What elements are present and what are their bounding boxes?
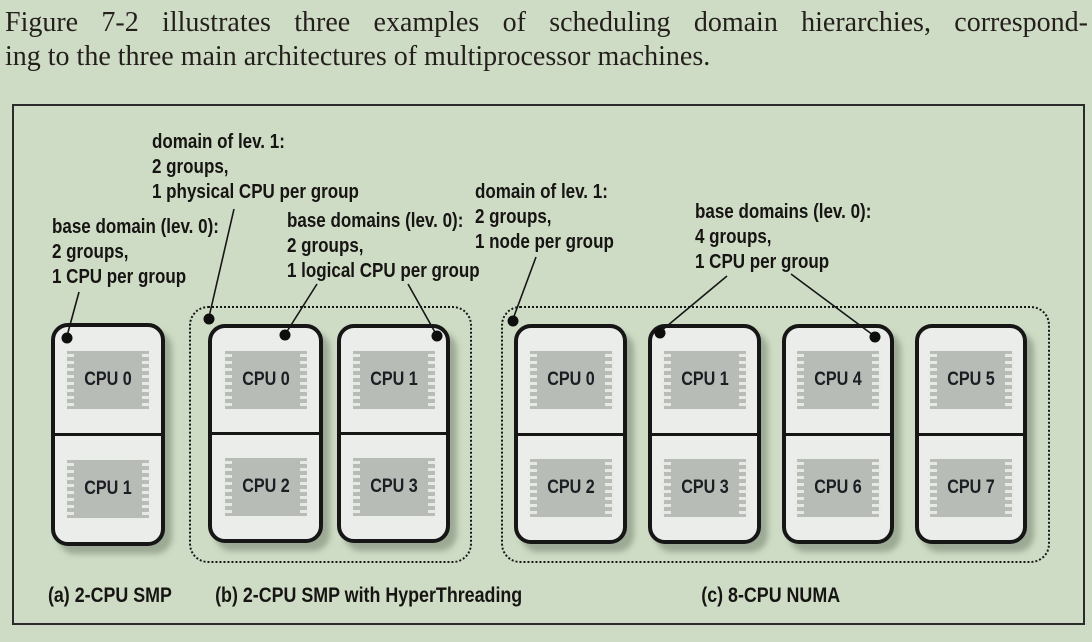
caption-text: (b) 2-CPU SMP with HyperThreading [215,584,523,607]
package-slot: CPU 3 [341,432,446,539]
cpu-chip-icon: CPU 1 [350,351,437,409]
cpu-chip-icon: CPU 1 [661,351,748,410]
annotation-base-domains-ht: base domains (lev. 0): 2 groups, 1 logic… [287,209,480,284]
package-slot: CPU 6 [786,432,890,541]
package-numa-3: CPU 5 CPU 7 [915,324,1027,544]
cpu-chip-icon: CPU 2 [527,458,614,517]
package-smp: CPU 0 CPU 1 [51,323,165,546]
cpu-chip-icon: CPU 0 [65,351,151,409]
annotation-line: base domains (lev. 0): [695,201,872,223]
caption-numa: (c) 8-CPU NUMA [496,584,1046,610]
package-slot: CPU 0 [212,328,319,432]
annotation-line: 1 node per group [475,231,614,253]
cpu-label: CPU 7 [947,476,995,498]
annotation-line: 2 groups, [287,235,364,257]
annotation-line: 1 CPU per group [695,251,830,273]
annotation-line: 4 groups, [695,226,772,248]
package-numa-0: CPU 0 CPU 2 [514,324,627,544]
cpu-chip-icon: CPU 1 [65,460,151,518]
annotation-line: 2 groups, [52,241,129,263]
cpu-chip-icon: CPU 5 [928,351,1014,410]
caption-text: (a) 2-CPU SMP [48,584,172,607]
package-ht-0: CPU 0 CPU 2 [208,324,323,543]
package-slot: CPU 0 [55,327,161,433]
cpu-label: CPU 3 [369,476,418,497]
annotation-line: domain of lev. 1: [475,181,608,203]
lev1-domain-outline-ht [189,306,472,563]
cpu-chip-icon: CPU 7 [928,458,1014,517]
cpu-label: CPU 1 [84,478,132,499]
caption-smp: (a) 2-CPU SMP [30,584,190,610]
cpu-label: CPU 0 [546,369,595,391]
cpu-chip-icon: CPU 4 [795,351,881,410]
cpu-label: CPU 1 [369,369,418,390]
cpu-label: CPU 2 [546,476,595,498]
cpu-label: CPU 2 [241,476,290,497]
package-numa-2: CPU 4 CPU 6 [782,324,894,544]
annotation-lev1-domain-numa: domain of lev. 1: 2 groups, 1 node per g… [475,180,614,255]
package-slot: CPU 7 [919,432,1023,541]
package-slot: CPU 1 [652,328,757,433]
annotation-line: 1 CPU per group [52,266,187,288]
caption-smp-ht: (b) 2-CPU SMP with HyperThreading [188,584,522,610]
annotation-line: domain of lev. 1: [152,131,285,153]
package-slot: CPU 2 [518,432,623,541]
package-slot: CPU 4 [786,328,890,433]
cpu-label: CPU 6 [814,476,862,498]
cpu-chip-icon: CPU 3 [350,458,437,516]
package-ht-1: CPU 1 CPU 3 [337,324,450,543]
cpu-label: CPU 0 [241,369,290,390]
caption-text: (c) 8-CPU NUMA [701,584,841,607]
cpu-label: CPU 4 [814,369,862,391]
annotation-line: base domains (lev. 0): [287,210,464,232]
package-slot: CPU 2 [212,432,319,539]
intro-line-2: ing to the three main architectures of m… [5,41,711,72]
package-numa-1: CPU 1 CPU 3 [648,324,761,544]
annotation-line: 2 groups, [152,156,229,178]
cpu-chip-icon: CPU 0 [222,351,309,409]
cpu-label: CPU 1 [680,369,729,391]
annotation-line: base domain (lev. 0): [52,216,219,238]
annotation-lev1-domain-ht: domain of lev. 1: 2 groups, 1 physical C… [152,130,359,205]
annotation-line: 2 groups, [475,206,552,228]
package-slot: CPU 1 [341,328,446,432]
cpu-chip-icon: CPU 3 [661,458,748,517]
annotation-base-domain-smp: base domain (lev. 0): 2 groups, 1 CPU pe… [52,215,219,290]
package-slot: CPU 0 [518,328,623,433]
package-slot: CPU 5 [919,328,1023,433]
cpu-chip-icon: CPU 2 [222,458,309,516]
figure-frame [12,104,1085,625]
cpu-chip-icon: CPU 0 [527,351,614,410]
annotation-line: 1 physical CPU per group [152,181,359,203]
annotation-base-domains-numa: base domains (lev. 0): 4 groups, 1 CPU p… [695,200,871,275]
cpu-label: CPU 5 [947,369,995,391]
cpu-label: CPU 0 [84,369,132,390]
package-slot: CPU 3 [652,432,757,541]
annotation-line: 1 logical CPU per group [287,260,480,282]
cpu-chip-icon: CPU 6 [795,458,881,517]
cpu-label: CPU 3 [680,476,729,498]
package-slot: CPU 1 [55,433,161,542]
lev1-domain-outline-numa [501,306,1050,563]
intro-line-1: Figure 7-2 illustrates three examples of… [5,7,1088,38]
figure-reference-paragraph: Figure 7-2 illustrates three examples of… [5,6,1088,74]
